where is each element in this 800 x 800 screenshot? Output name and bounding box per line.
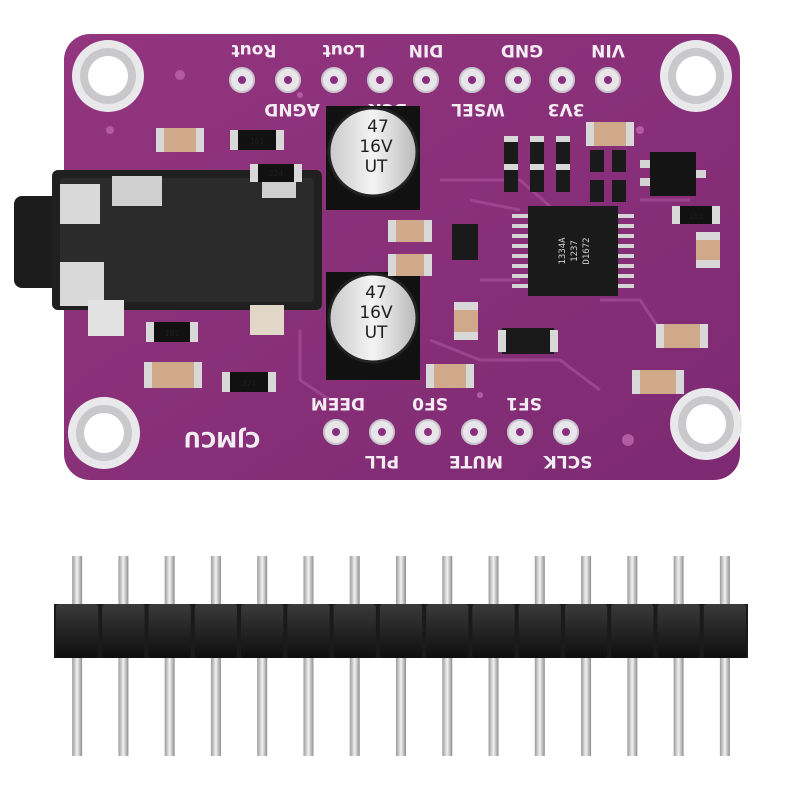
header-segment	[102, 604, 145, 658]
header-segment	[426, 604, 469, 658]
label-sclk: SCLK	[543, 451, 593, 471]
smd-capacitors	[144, 122, 720, 394]
resistor-code-5: 103	[689, 212, 704, 221]
cap-lower-voltage: 16V	[359, 303, 393, 323]
voltage-regulator	[640, 152, 706, 196]
mounting-hole-bottom-right	[670, 388, 742, 460]
resistor-code-1: 101	[250, 137, 265, 146]
smd-resistor-4: 224	[222, 372, 276, 392]
label-rout: Rout	[232, 40, 277, 60]
cap-upper-value: 47	[367, 117, 389, 137]
resistor-code-2: 224	[269, 169, 284, 178]
label-3v3: 3V3	[548, 99, 585, 119]
label-pll: PLL	[365, 451, 399, 471]
cap-upper-voltage: 16V	[359, 137, 393, 157]
smd-resistor-2: 224	[250, 164, 302, 182]
label-mute: MUTE	[449, 451, 503, 471]
pin-header	[54, 556, 748, 756]
header-segment	[564, 604, 608, 658]
header-segment	[472, 604, 515, 658]
smd-resistor-3: 101	[146, 322, 198, 342]
mounting-hole-top-left	[72, 40, 144, 112]
label-sf0: SF0	[412, 393, 448, 413]
chip-marking-2: 1237	[570, 240, 580, 262]
mounting-hole-bottom-left	[68, 397, 140, 469]
label-wsel: WSEL	[451, 99, 505, 119]
header-segment	[657, 604, 700, 658]
top-pin-row	[229, 67, 621, 93]
cap-lower-value: 47	[365, 283, 387, 303]
mounting-hole-top-right	[660, 40, 732, 112]
resistor-code-3: 101	[165, 329, 180, 338]
cap-lower-series: UT	[365, 323, 388, 343]
header-segment	[379, 604, 423, 658]
label-din: DIN	[409, 40, 444, 60]
label-sf1: SF1	[506, 393, 542, 413]
capacitor-lower: 47 16V UT	[326, 272, 420, 380]
brand-label: CJMCU	[184, 427, 261, 451]
label-deem: DEEM	[311, 393, 365, 413]
label-lout: Lout	[323, 40, 366, 60]
dac-chip: 1334A 1237 D1672	[512, 206, 634, 296]
resistor-code-4: 224	[242, 379, 257, 388]
chip-marking-1: 1334A	[558, 237, 568, 265]
label-vin: VIN	[591, 40, 625, 60]
header-segment	[148, 604, 191, 658]
smd-small-part-ends	[498, 136, 570, 352]
header-segment	[333, 604, 376, 658]
header-segment	[56, 604, 99, 658]
header-segment	[287, 604, 330, 658]
bottom-pin-labels: DEEM SF0 SF1	[311, 393, 542, 413]
header-segment	[703, 604, 746, 658]
smd-resistor-5: 103	[672, 206, 720, 224]
smd-resistor-1: 101	[230, 130, 284, 150]
cap-upper-series: UT	[365, 157, 388, 177]
bottom-pin-row	[323, 419, 579, 445]
label-gnd: GND	[501, 40, 543, 60]
smd-small-parts	[452, 140, 626, 354]
header-segment	[611, 604, 654, 658]
capacitor-upper: 47 16V UT	[326, 106, 420, 210]
chip-marking-3: D1672	[582, 237, 592, 264]
label-agnd: AGND	[264, 99, 319, 119]
top-pin-labels: Rout Lout DIN GND VIN	[232, 40, 625, 60]
header-segment	[518, 604, 561, 658]
header-segment	[241, 604, 284, 658]
header-segment	[194, 604, 238, 658]
bottom-pin-sub-labels: PLL MUTE SCLK	[365, 451, 593, 471]
